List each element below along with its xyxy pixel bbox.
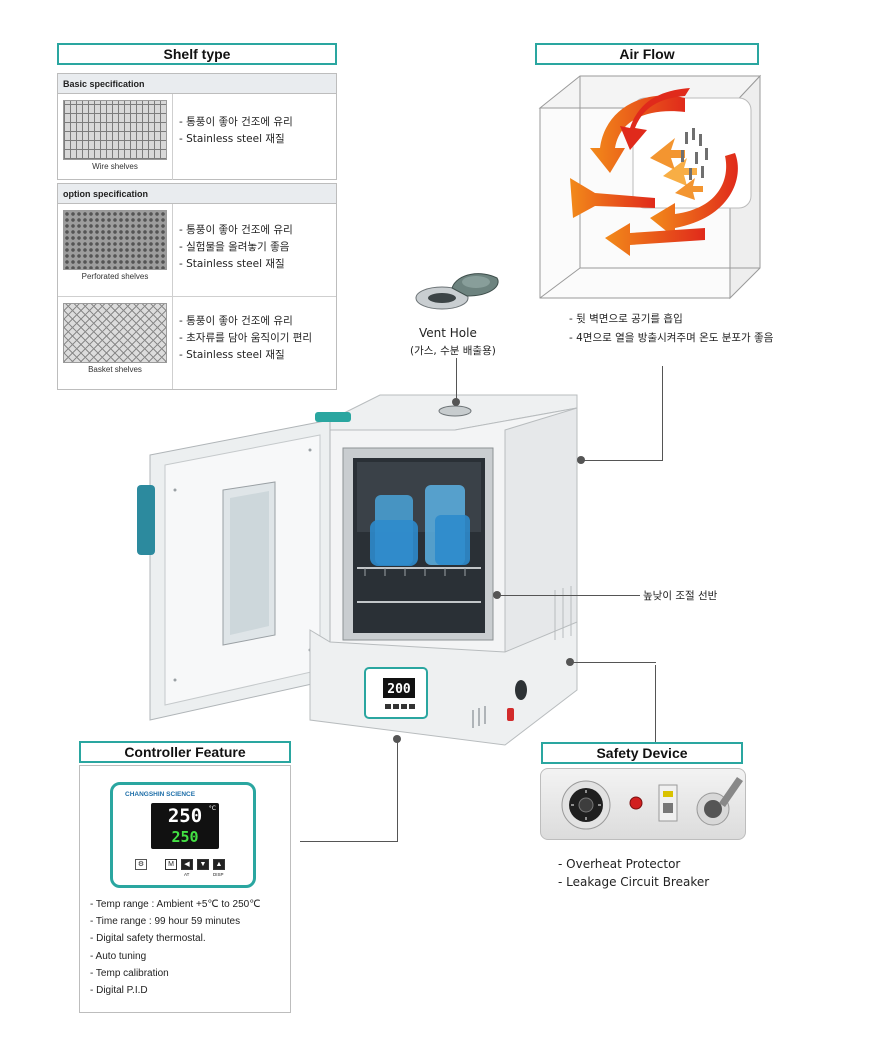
perforated-shelf-description: - 통풍이 좋아 건조에 유리 - 실험물을 올려놓기 좋음 - Stainle…	[173, 204, 336, 296]
controller-down-button[interactable]: ▼	[197, 859, 209, 870]
shelf-adjust-leader-dot	[493, 591, 501, 599]
shelf-type-title: Shelf type	[57, 43, 337, 65]
air-flow-fan-slots	[681, 128, 708, 180]
basket-shelf-line: - 통풍이 좋아 건조에 유리	[179, 315, 293, 327]
shelf-row-basket: Basket shelves - 통풍이 좋아 건조에 유리 - 초자류를 담아…	[58, 297, 336, 389]
air-flow-diagram	[538, 74, 762, 300]
perforated-shelf-line: - Stainless steel 재질	[179, 258, 285, 270]
wire-shelf-line: - Stainless steel 재질	[179, 133, 285, 145]
controller-up-button[interactable]: ▲	[213, 859, 225, 870]
controller-leader-dot	[393, 735, 401, 743]
basket-shelf-image-cell: Basket shelves	[58, 297, 173, 389]
controller-at-label: AT	[184, 872, 190, 877]
controller-unit: °C	[208, 805, 216, 812]
air-flow-back-panel	[632, 97, 752, 209]
vent-hole-image	[415, 273, 499, 310]
option-spec-header: option specification	[58, 184, 336, 204]
air-flow-center-arrows	[650, 138, 703, 200]
air-flow-leader-horizontal	[584, 460, 663, 461]
controller-leader-horizontal	[300, 841, 398, 842]
controller-leader-vertical	[397, 740, 398, 842]
air-flow-arrow-right	[650, 153, 738, 238]
controller-feature-list: - Temp range : Ambient +5℃ to 250℃ - Tim…	[90, 896, 260, 999]
controller-feature-title: Controller Feature	[79, 741, 291, 763]
basket-shelf-line: - Stainless steel 재질	[179, 349, 285, 361]
oven-display-pv: 200	[387, 682, 411, 697]
air-flow-line-1: - 뒷 벽면으로 공기를 흡입	[569, 313, 683, 325]
perforated-shelf-image-cell: Perforated shelves	[58, 204, 173, 296]
controller-left-button[interactable]: ◀	[181, 859, 193, 870]
safety-leader-horizontal	[570, 662, 656, 663]
wire-shelf-line: - 통풍이 좋아 건조에 유리	[179, 116, 293, 128]
perforated-shelf-line: - 통풍이 좋아 건조에 유리	[179, 224, 293, 236]
vent-leader-line	[456, 358, 457, 402]
wire-shelf-image-cell: Wire shelves	[58, 94, 173, 180]
basket-shelf-caption: Basket shelves	[88, 365, 142, 374]
safety-device-image	[540, 768, 746, 840]
controller-feature-item: - Temp range : Ambient +5℃ to 250℃	[90, 899, 261, 910]
controller-feature-item: - Temp calibration	[90, 967, 169, 979]
perforated-shelf-line: - 실험물을 올려놓기 좋음	[179, 241, 290, 253]
air-flow-arrow-left	[570, 178, 655, 218]
wire-shelf-image	[63, 100, 167, 160]
controller-feature-item: - Time range : 99 hour 59 minutes	[90, 916, 241, 928]
controller-feature-item: - Auto tuning	[90, 950, 147, 962]
controller-pv: 250	[167, 805, 203, 827]
vent-leader-dot	[452, 398, 460, 406]
air-flow-leader-vertical	[662, 366, 663, 461]
shelf-row-wire: Wire shelves - 통풍이 좋아 건조에 유리 - Stainless…	[58, 94, 336, 180]
basic-spec-box: Basic specification Wire shelves - 통풍이 좋…	[57, 73, 337, 180]
safety-device-title: Safety Device	[541, 742, 743, 764]
controller-feature-box: CHANGSHIN SCIENCE 250 °C 250 ⚙ M ◀ ▼ ▲ A…	[79, 765, 291, 1013]
controller-panel: CHANGSHIN SCIENCE 250 °C 250 ⚙ M ◀ ▼ ▲ A…	[110, 782, 256, 888]
air-flow-line-2: - 4면으로 열을 방출시켜주며 온도 분포가 좋음	[569, 332, 774, 344]
controller-feature-item: - Digital safety thermostal.	[90, 933, 206, 945]
vent-hole-title: Vent Hole	[419, 326, 477, 340]
safety-line-2: - Leakage Circuit Breaker	[558, 875, 710, 889]
basket-shelf-line: - 초자류를 담아 움직이기 편리	[179, 332, 313, 344]
option-spec-box: option specification Perforated shelves …	[57, 183, 337, 390]
controller-screen: 250 °C 250	[151, 803, 219, 849]
perforated-shelf-image	[63, 210, 167, 270]
drying-oven-illustration: 200	[137, 394, 578, 746]
wire-shelf-caption: Wire shelves	[92, 162, 138, 171]
shelf-adjust-leader-line	[500, 595, 640, 596]
air-flow-arrow-bottom	[605, 223, 705, 256]
air-flow-leader-dot	[577, 456, 585, 464]
controller-feature-item: - Digital P.I.D	[90, 985, 148, 997]
basket-shelf-description: - 통풍이 좋아 건조에 유리 - 초자류를 담아 움직이기 편리 - Stai…	[173, 297, 336, 389]
safety-leader-line	[655, 665, 656, 742]
vent-hole-subtitle: (가스, 수분 배출용)	[410, 345, 496, 357]
basket-shelf-image	[63, 303, 167, 363]
basic-spec-header: Basic specification	[58, 74, 336, 94]
air-flow-arrow-top	[620, 88, 690, 150]
shelf-adjust-label: 높낮이 조절 선반	[643, 590, 718, 602]
controller-settings-icon: ⚙	[135, 859, 147, 870]
air-flow-arrow-top-left	[590, 95, 685, 173]
wire-shelf-description: - 통풍이 좋아 건조에 유리 - Stainless steel 재질	[173, 94, 336, 180]
controller-brand: CHANGSHIN SCIENCE	[125, 791, 196, 798]
shelf-row-perforated: Perforated shelves - 통풍이 좋아 건조에 유리 - 실험물…	[58, 204, 336, 297]
safety-device-drawing	[561, 777, 743, 830]
air-flow-title: Air Flow	[535, 43, 759, 65]
safety-line-1: - Overheat Protector	[558, 857, 681, 871]
controller-mode-button[interactable]: M	[165, 859, 177, 870]
controller-sv: 250	[171, 828, 199, 846]
perforated-shelf-caption: Perforated shelves	[81, 272, 149, 281]
controller-disp-label: DISP	[213, 872, 224, 877]
